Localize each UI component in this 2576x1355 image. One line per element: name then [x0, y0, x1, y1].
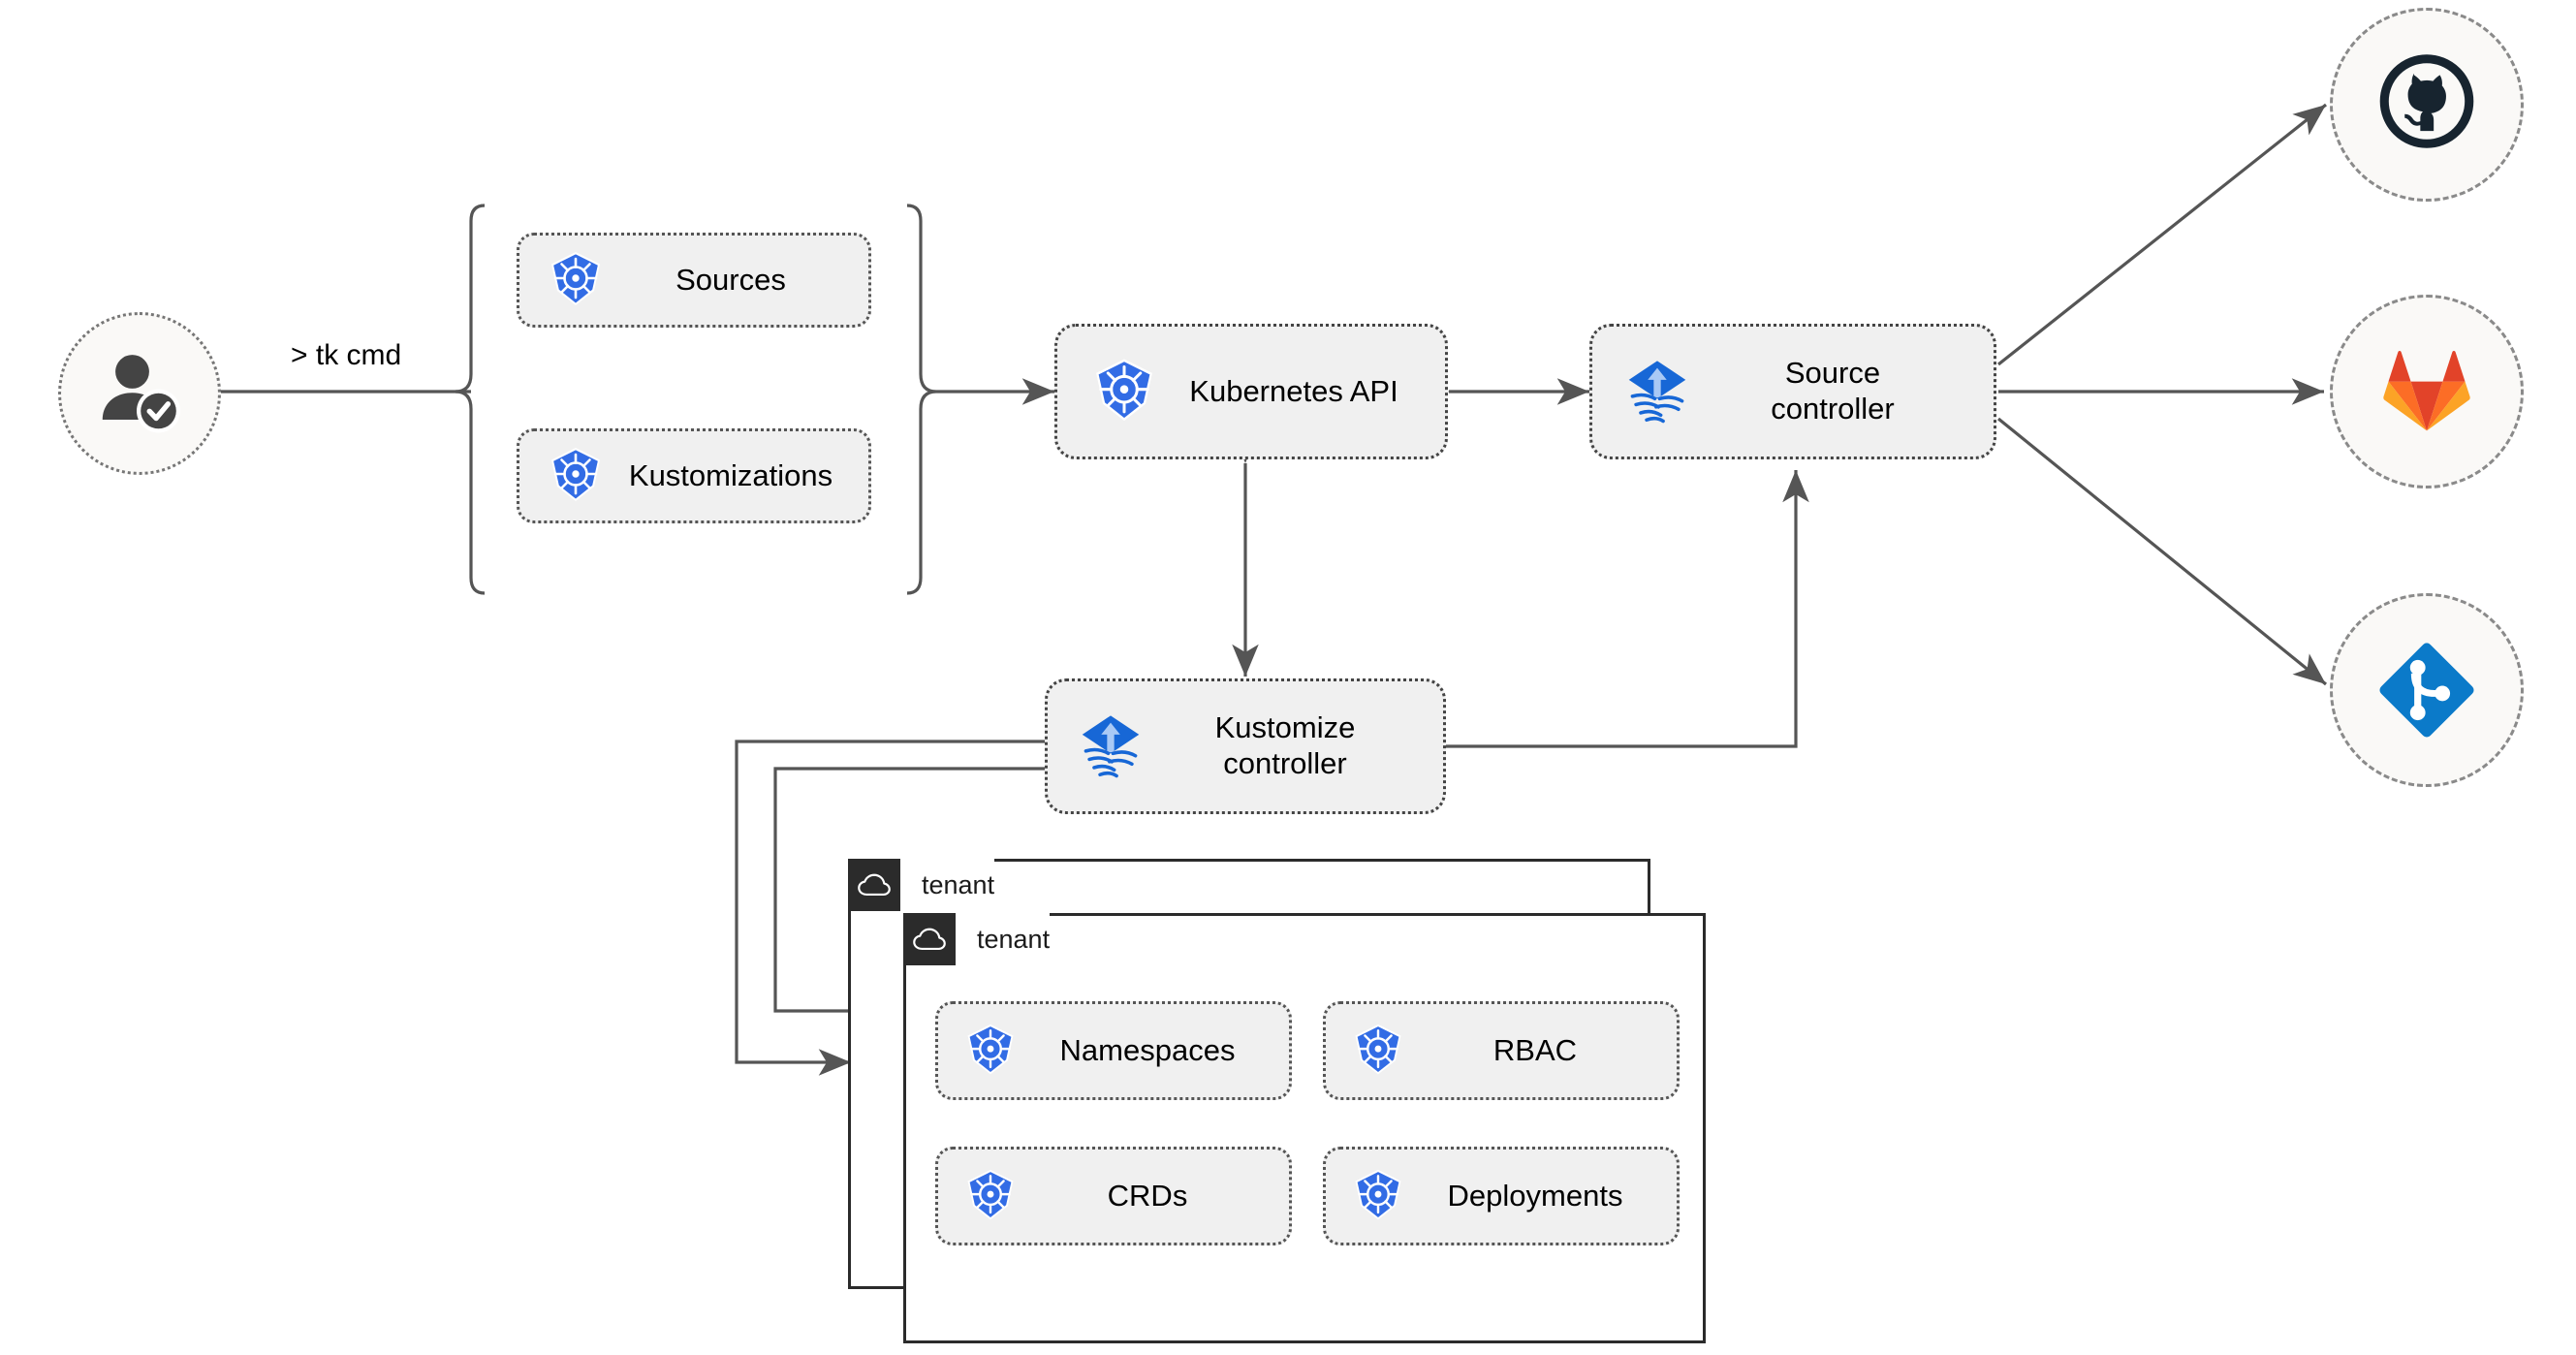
kubernetes-icon [1349, 1022, 1407, 1080]
source-controller-node[interactable]: Source controller [1589, 324, 1996, 459]
flux-icon [1073, 709, 1148, 784]
source-controller-label: Source controller [1695, 356, 1994, 426]
kustomize-controller-node[interactable]: Kustomize controller [1045, 678, 1446, 814]
resource-sources[interactable]: Sources [517, 233, 871, 328]
tenant-resource-deployments[interactable]: Deployments [1323, 1147, 1680, 1245]
wire-kustomize-source [1446, 469, 1809, 748]
git-provider-gitlab[interactable] [2330, 295, 2524, 488]
cloud-icon [903, 913, 956, 965]
brace-left [455, 204, 486, 595]
tenant-resource-namespaces[interactable]: Namespaces [935, 1001, 1292, 1100]
brace-right [906, 204, 937, 595]
git-branch-diamond-icon [2379, 643, 2474, 738]
kubernetes-api-label: Kubernetes API [1189, 373, 1398, 408]
git-provider-azure-repos[interactable] [2330, 593, 2524, 787]
flux-icon [1619, 354, 1695, 429]
kubernetes-api-node[interactable]: Kubernetes API [1054, 324, 1448, 459]
kustomize-controller-label-line2: controller [1223, 746, 1347, 780]
kubernetes-icon [1349, 1167, 1407, 1225]
tenant-resource-deployments-label: Deployments [1447, 1179, 1623, 1213]
github-icon [2379, 54, 2474, 148]
kubernetes-icon [961, 1167, 1020, 1225]
kustomize-controller-label-line1: Kustomize [1214, 710, 1356, 745]
kustomize-controller-label: Kustomize controller [1148, 710, 1443, 781]
tenant-resource-rbac[interactable]: RBAC [1323, 1001, 1680, 1100]
cloud-icon [848, 859, 900, 911]
kubernetes-icon [545, 445, 607, 507]
wire-source-azure [1996, 417, 2328, 686]
resource-kustomizations-label: Kustomizations [628, 458, 833, 492]
user-check-icon [102, 355, 180, 433]
tenant-resource-namespaces-label: Namespaces [1059, 1033, 1236, 1067]
kubernetes-icon [1088, 356, 1160, 427]
kubernetes-icon [545, 249, 607, 311]
tenant-outer-name: tenant [922, 869, 995, 899]
tenant-resource-crds-label: CRDs [1107, 1179, 1188, 1213]
tenant-container-inner[interactable]: tenant Namespaces [903, 913, 1706, 1343]
wire-source-github [1997, 103, 2327, 366]
tenant-inner-name: tenant [977, 924, 1051, 954]
tenant-outer-tab: tenant [848, 859, 995, 911]
tenant-resource-crds[interactable]: CRDs [935, 1147, 1292, 1245]
user-actor-circle [58, 312, 221, 475]
source-controller-label-line2: controller [1771, 392, 1895, 425]
resource-sources-label: Sources [675, 263, 786, 297]
git-provider-github[interactable] [2330, 8, 2524, 202]
source-controller-label-line1: Source [1784, 356, 1881, 391]
resource-kustomizations[interactable]: Kustomizations [517, 428, 871, 523]
tenant-inner-tab: tenant [903, 913, 1051, 965]
tenant-resource-rbac-label: RBAC [1492, 1033, 1578, 1067]
gitlab-icon [2383, 351, 2470, 431]
command-label: > tk cmd [291, 339, 402, 371]
kubernetes-icon [961, 1022, 1020, 1080]
